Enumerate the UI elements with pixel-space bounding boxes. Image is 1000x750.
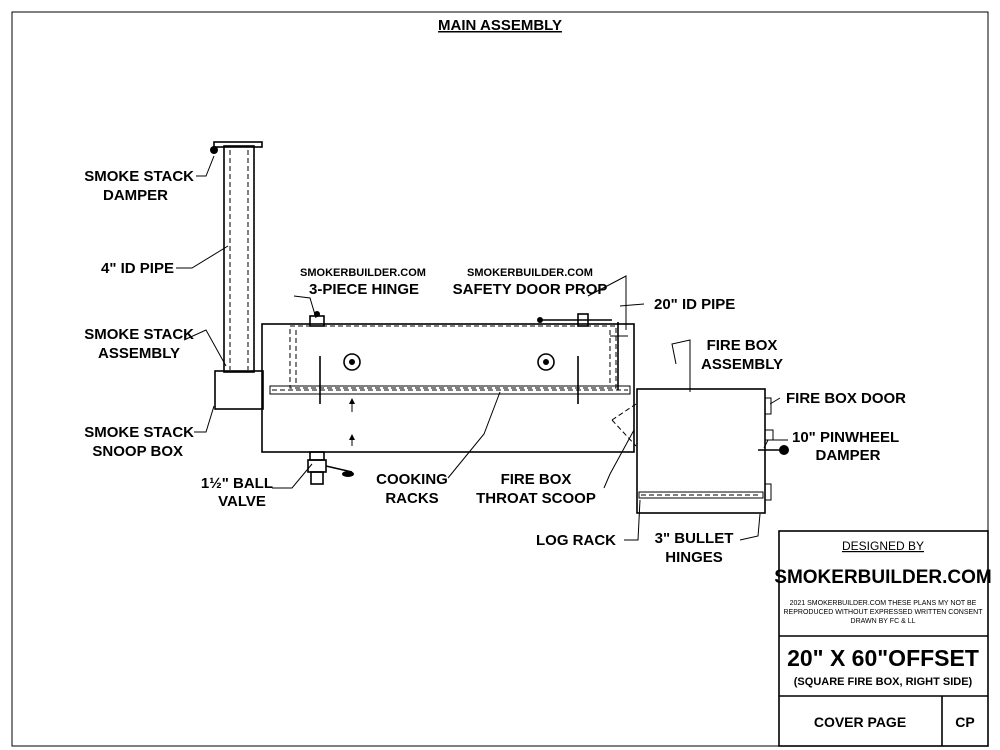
label-safety-door-prop: SAFETY DOOR PROP <box>453 281 608 298</box>
cook-chamber <box>261 311 635 485</box>
legal-line-3: DRAWN BY FC & LL <box>851 618 916 625</box>
fire-box <box>636 388 789 514</box>
label-cooking-racks: COOKING <box>376 471 448 488</box>
model-title: 20" X 60"OFFSET <box>787 645 979 671</box>
label-smoke-stack-assembly-2: ASSEMBLY <box>98 345 180 362</box>
label-ball-valve: 1½" BALL <box>201 475 273 492</box>
label-ball-valve-2: VALVE <box>218 493 266 510</box>
label-bullet-hinges-2: HINGES <box>665 549 723 566</box>
model-subtitle: (SQUARE FIRE BOX, RIGHT SIDE) <box>794 676 973 688</box>
label-throat-scoop-2: THROAT SCOOP <box>476 490 596 507</box>
label-20in-id-pipe: 20" ID PIPE <box>654 296 735 313</box>
leader-lines <box>176 155 788 541</box>
page-code: CP <box>955 714 974 730</box>
label-fire-box-door: FIRE BOX DOOR <box>786 390 906 407</box>
label-fire-box-assembly-2: ASSEMBLY <box>701 356 783 373</box>
drawing-title: MAIN ASSEMBLY <box>438 17 562 34</box>
brand-name: SMOKERBUILDER.COM <box>774 567 991 588</box>
label-fire-box-assembly: FIRE BOX <box>707 337 778 354</box>
label-smoke-stack-damper: SMOKE STACK <box>84 168 194 185</box>
watermark-hinge: SMOKERBUILDER.COM <box>300 267 426 279</box>
label-smoke-stack-damper-2: DAMPER <box>103 187 168 204</box>
label-pinwheel-damper: 10" PINWHEEL <box>792 429 899 446</box>
label-pinwheel-damper-2: DAMPER <box>815 447 880 464</box>
snoop-box <box>214 370 264 410</box>
label-throat-scoop: FIRE BOX <box>501 471 572 488</box>
designed-by: DESIGNED BY <box>842 539 924 553</box>
watermark-prop: SMOKERBUILDER.COM <box>467 267 593 279</box>
label-bullet-hinges: 3" BULLET <box>655 530 734 547</box>
label-4in-id-pipe: 4" ID PIPE <box>101 260 174 277</box>
label-3-piece-hinge: 3-PIECE HINGE <box>309 281 419 298</box>
label-smoke-stack-assembly: SMOKE STACK <box>84 326 194 343</box>
title-block: DESIGNED BY SMOKERBUILDER.COM 2021 SMOKE… <box>774 530 992 747</box>
page-name: COVER PAGE <box>814 714 906 730</box>
legal-line-2: REPRODUCED WITHOUT EXPRESSED WRITTEN CON… <box>784 609 984 616</box>
part-labels: SMOKE STACK DAMPER 4" ID PIPE SMOKE STAC… <box>84 168 906 566</box>
label-cooking-racks-2: RACKS <box>385 490 438 507</box>
smoke-stack <box>210 141 263 373</box>
label-snoop-box: SMOKE STACK <box>84 424 194 441</box>
sheet-border <box>11 11 989 747</box>
label-log-rack: LOG RACK <box>536 532 616 549</box>
label-snoop-box-2: SNOOP BOX <box>92 443 183 460</box>
throat-scoop <box>611 403 637 447</box>
legal-line-1: 2021 SMOKERBUILDER.COM THESE PLANS MY NO… <box>790 600 977 607</box>
